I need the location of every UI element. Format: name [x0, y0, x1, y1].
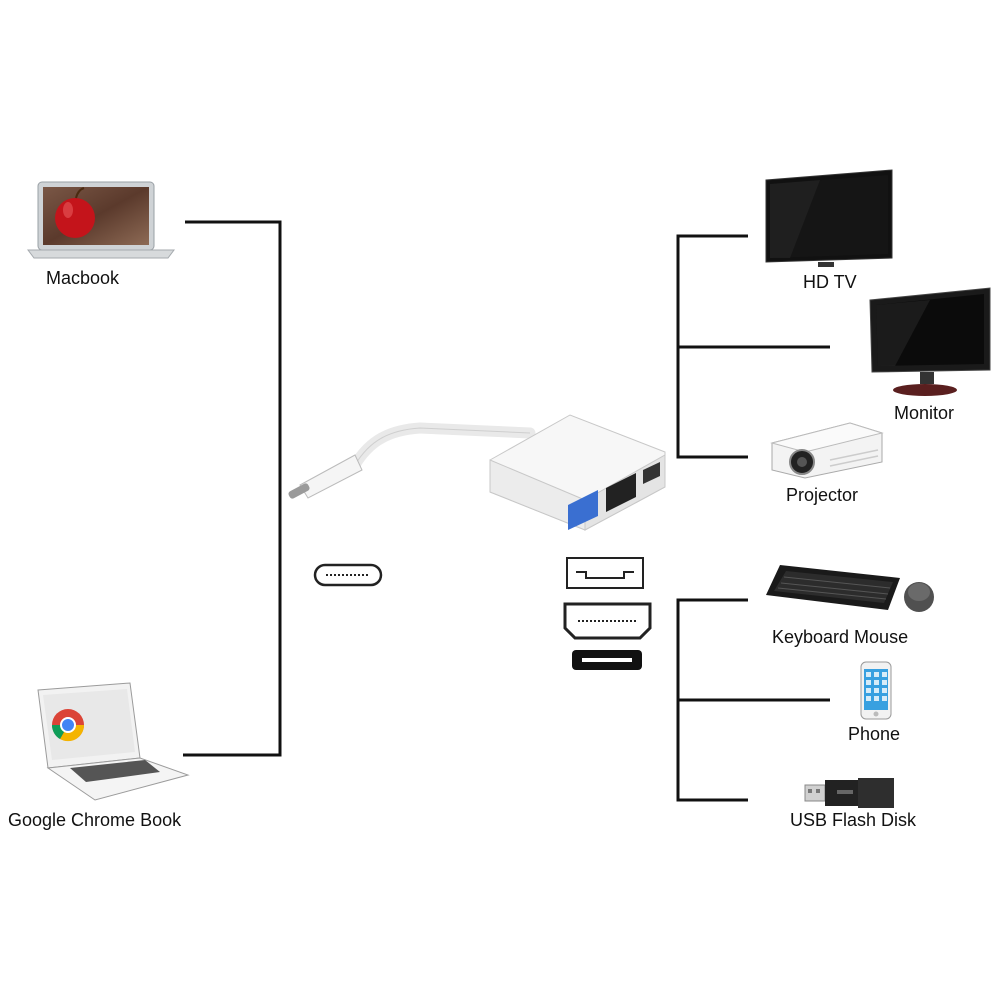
projector-label: Projector: [786, 485, 859, 505]
usb-c-output-port-icon: [572, 650, 642, 670]
usb-flash-disk-label: USB Flash Disk: [790, 810, 917, 830]
macbook-laptop-icon: [27, 181, 175, 259]
projector-icon: [770, 422, 884, 479]
hdmi-port-icon: [563, 602, 652, 640]
left-bracket-lines: [183, 220, 282, 757]
chromebook-laptop-icon: [37, 682, 190, 801]
usb-flash-disk-icon: [804, 778, 894, 808]
usb-a-port-icon: [566, 557, 644, 589]
usb-c-port-icon: [313, 563, 383, 587]
phone-label: Phone: [848, 724, 901, 744]
keyboard-mouse-icon: [766, 565, 934, 612]
hd-tv-label: HD TV: [803, 272, 857, 292]
chromebook-label: Google Chrome Book: [8, 810, 182, 830]
usb-bracket-lines: [676, 598, 830, 802]
monitor-icon: [869, 287, 991, 396]
keyboard-mouse-label: Keyboard Mouse: [772, 627, 909, 647]
monitor-label: Monitor: [894, 403, 955, 423]
hd-tv-icon: [765, 169, 893, 267]
usb-c-multiport-adapter-icon: [288, 414, 666, 531]
macbook-label: Macbook: [46, 268, 120, 288]
display-bracket-lines: [676, 234, 830, 459]
phone-icon: [860, 661, 892, 720]
